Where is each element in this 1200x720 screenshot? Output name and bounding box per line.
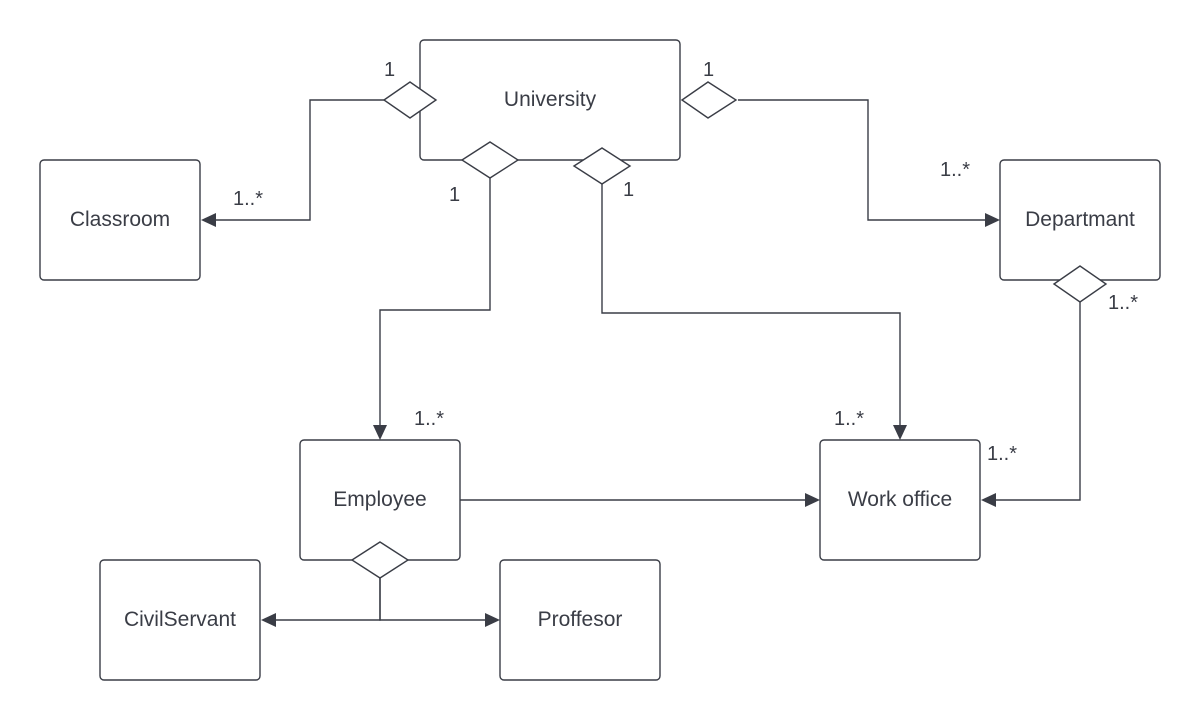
mult-university-employee-target: 1..* <box>414 408 444 430</box>
edge-university-department <box>738 99 986 221</box>
class-university[interactable]: University <box>419 39 681 161</box>
arrowhead-workoffice-right <box>981 493 996 507</box>
aggregation-diamond-university-workoffice <box>572 147 632 185</box>
arrowhead-classroom <box>201 213 216 227</box>
aggregation-diamond-university-employee <box>460 141 520 179</box>
mult-university-classroom-source: 1 <box>384 59 395 81</box>
arrowhead-department <box>985 213 1000 227</box>
edge-university-workoffice <box>601 184 901 426</box>
arrowhead-workoffice-left <box>805 493 820 507</box>
edge-employee-professor <box>379 578 486 621</box>
class-work-office[interactable]: Work office <box>819 439 981 561</box>
mult-university-classroom-target: 1..* <box>233 188 263 210</box>
edge-employee-civilservant <box>275 578 381 621</box>
class-classroom-label: Classroom <box>70 208 170 231</box>
edge-university-classroom <box>215 99 386 221</box>
class-classroom[interactable]: Classroom <box>39 159 201 281</box>
arrowhead-employee <box>373 425 387 440</box>
aggregation-diamond-university-classroom <box>382 81 438 119</box>
arrowhead-workoffice-top <box>893 425 907 440</box>
class-employee[interactable]: Employee <box>299 439 461 561</box>
mult-department-workoffice-source: 1..* <box>1108 292 1138 314</box>
class-work-office-label: Work office <box>848 488 952 511</box>
mult-university-workoffice-source: 1 <box>623 179 634 201</box>
aggregation-diamond-university-department <box>680 81 738 119</box>
arrowhead-civilservant <box>261 613 276 627</box>
arrowhead-professor <box>485 613 500 627</box>
class-employee-label: Employee <box>333 488 426 511</box>
mult-university-employee-source: 1 <box>449 184 460 206</box>
aggregation-diamond-department-workoffice <box>1052 265 1108 303</box>
class-civil-servant[interactable]: CivilServant <box>99 559 261 681</box>
mult-university-department-source: 1 <box>703 59 714 81</box>
class-professor-label: Proffesor <box>538 608 623 631</box>
class-civil-servant-label: CivilServant <box>124 608 236 631</box>
edge-university-employee <box>379 178 491 426</box>
aggregation-diamond-employee <box>350 541 410 579</box>
mult-department-workoffice-target: 1..* <box>987 443 1017 465</box>
class-university-label: University <box>504 88 597 111</box>
edge-department-workoffice <box>995 302 1081 501</box>
class-department[interactable]: Departmant <box>999 159 1161 281</box>
class-professor[interactable]: Proffesor <box>499 559 661 681</box>
class-department-label: Departmant <box>1025 208 1135 231</box>
mult-university-workoffice-target: 1..* <box>834 408 864 430</box>
mult-university-department-target: 1..* <box>940 159 970 181</box>
